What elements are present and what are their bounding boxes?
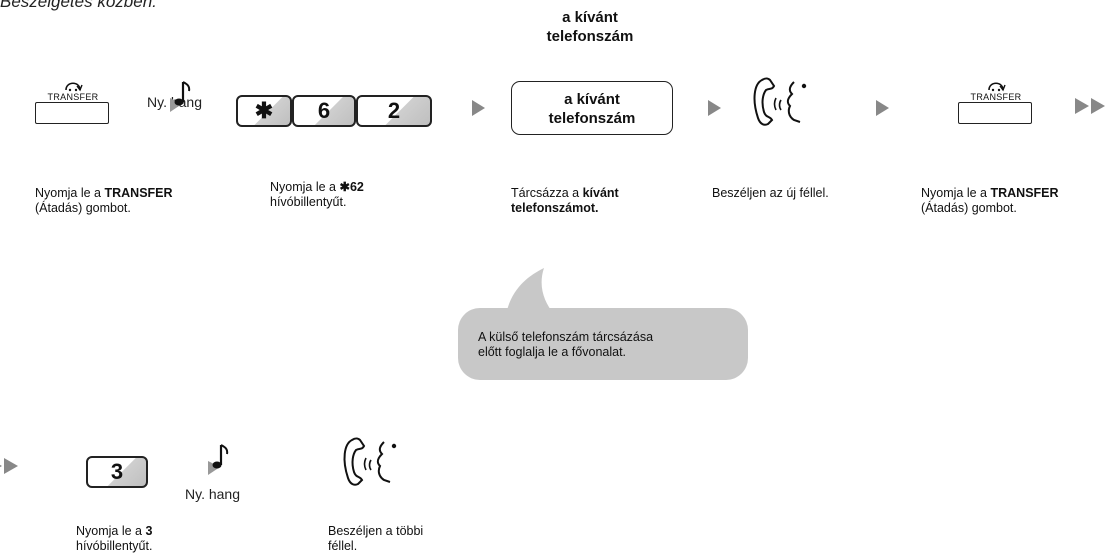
note-line1: A külső telefonszám tárcsázása <box>478 330 654 344</box>
tone-text: Ny. hang <box>185 486 240 502</box>
transfer-key-label: TRANSFER <box>970 92 1022 102</box>
arrow-icon <box>472 100 485 116</box>
number-title-line2: telefonszám <box>546 28 634 45</box>
step1-caption: Nyomja le a TRANSFER (Átadás) gombot. <box>35 186 173 215</box>
step5-caption: Nyomja le a TRANSFER (Átadás) gombot. <box>921 186 1059 215</box>
bubble-tail <box>506 268 554 314</box>
note-bubble: A külső telefonszám tárcsázása előtt fog… <box>458 308 748 380</box>
number-box-line1: a kívánt <box>564 91 620 108</box>
arrow-icon <box>708 100 721 116</box>
handset-talk-icon <box>343 437 397 486</box>
page-heading: Beszélgetés közben: <box>0 0 157 11</box>
transfer-key-icon: TRANSFER <box>35 78 111 124</box>
step3-caption: Tárcsázza a kívánt telefonszámot. <box>511 186 619 215</box>
transfer-key-button <box>35 102 109 124</box>
number-box-line2: telefonszám <box>548 110 636 127</box>
three-key: 3 <box>86 456 148 488</box>
step7-caption: Beszéljen a többi féllel. <box>328 524 424 553</box>
star-key: ✱ <box>236 95 292 127</box>
step4-caption: Beszéljen az új féllel. <box>712 186 829 200</box>
handset-talk-icon <box>753 77 807 126</box>
number-box: a kívánt telefonszám <box>511 81 673 135</box>
note-line2: előtt foglalja le a fővonalat. <box>478 345 627 359</box>
step6-caption: Nyomja le a 3 hívóbillentyűt. <box>76 524 153 553</box>
transfer-key-icon: TRANSFER <box>958 78 1034 124</box>
transfer-key-button <box>958 102 1032 124</box>
transfer-curve-icon <box>988 82 1006 92</box>
tone-note-icon <box>170 81 191 112</box>
number-title: a kívánt telefonszám <box>510 8 670 46</box>
transfer-curve-icon <box>65 82 83 92</box>
six-key: 6 <box>292 95 356 127</box>
tone-note-icon <box>208 444 229 475</box>
step2-caption: Nyomja le a ✱62 hívóbillentyűt. <box>270 180 364 209</box>
arrow-icon <box>876 100 889 116</box>
two-key: 2 <box>356 95 432 127</box>
number-title-line1: a kívánt <box>562 9 618 26</box>
transfer-key-label: TRANSFER <box>47 92 99 102</box>
